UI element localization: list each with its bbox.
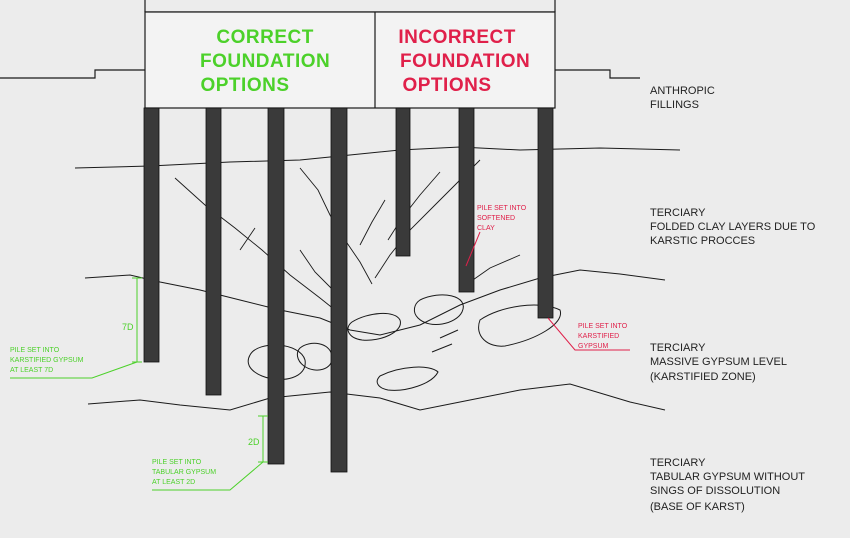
layer-folded-clay-line-3: KARSTIC PROCCES <box>650 235 755 247</box>
correct-title: CORRECT FOUNDATION OPTIONS <box>200 27 336 96</box>
pile-correct-4 <box>330 107 348 473</box>
building <box>144 0 556 13</box>
layer-tabular-gypsum-line-4: (BASE OF KARST) <box>650 501 745 513</box>
layer-massive-gypsum-line-2: MASSIVE GYPSUM LEVEL <box>650 356 787 368</box>
dim-7d-label: 7D <box>122 322 134 332</box>
layer-folded-clay: TERCIARY FOLDED CLAY LAYERS DUE TO KARST… <box>650 207 818 247</box>
note-incorrect-2-line-2: KARSTIFIED <box>578 333 619 340</box>
note-correct-1-line-2: KARSTIFIED GYPSUM <box>10 357 84 364</box>
piles <box>143 107 554 473</box>
pile-incorrect-3 <box>537 107 554 319</box>
annotation-7d <box>10 277 142 379</box>
karst-cavities <box>247 294 561 391</box>
note-correct-2: PILE SET INTO TABULAR GYPSUM AT LEAST 2D <box>152 459 218 486</box>
leader-incorrect-1 <box>465 231 481 267</box>
note-incorrect-2-line-3: GYPSUM <box>578 343 609 350</box>
ground-surface <box>0 69 640 79</box>
pile-incorrect-2 <box>458 107 475 293</box>
incorrect-title-line-1: INCORRECT <box>398 27 515 48</box>
correct-title-line-3: OPTIONS <box>200 75 289 96</box>
incorrect-title-line-3: OPTIONS <box>402 75 491 96</box>
note-correct-2-line-1: PILE SET INTO <box>152 459 202 466</box>
pile-correct-3 <box>267 107 285 465</box>
incorrect-title-line-2: FOUNDATION <box>400 51 530 72</box>
layer-tabular-gypsum: TERCIARY TABULAR GYPSUM WITHOUT SINGS OF… <box>650 457 808 513</box>
layer-folded-clay-line-1: TERCIARY <box>650 207 706 219</box>
annotation-2d <box>152 415 268 491</box>
incorrect-title: INCORRECT FOUNDATION OPTIONS <box>398 27 536 96</box>
note-correct-2-line-3: AT LEAST 2D <box>152 479 195 486</box>
note-incorrect-2: PILE SET INTO KARSTIFIED GYPSUM <box>578 323 629 350</box>
layer-tabular-gypsum-line-1: TERCIARY <box>650 457 706 469</box>
layer-labels: ANTHROPIC FILLINGS TERCIARY FOLDED CLAY … <box>650 85 818 513</box>
tabular-top-boundary <box>87 383 666 411</box>
layer-anthropic: ANTHROPIC FILLINGS <box>650 85 718 111</box>
layer-massive-gypsum: TERCIARY MASSIVE GYPSUM LEVEL (KARSTIFIE… <box>650 342 790 383</box>
layer-anthropic-line-2: FILLINGS <box>650 99 699 111</box>
layer-anthropic-line-1: ANTHROPIC <box>650 85 715 97</box>
pile-cap <box>144 11 556 109</box>
clay-top-boundary <box>74 146 681 169</box>
folded-clay-lines <box>174 159 521 319</box>
pile-correct-2 <box>205 107 222 396</box>
layer-massive-gypsum-line-1: TERCIARY <box>650 342 706 354</box>
note-incorrect-1-line-2: SOFTENED <box>477 215 515 222</box>
note-incorrect-1-line-3: CLAY <box>477 225 495 232</box>
note-correct-2-line-2: TABULAR GYPSUM <box>152 469 216 476</box>
layer-massive-gypsum-line-3: (KARSTIFIED ZONE) <box>650 371 756 383</box>
layer-tabular-gypsum-line-2: TABULAR GYPSUM WITHOUT <box>650 471 805 483</box>
note-correct-1: PILE SET INTO KARSTIFIED GYPSUM AT LEAST… <box>10 347 85 374</box>
layer-tabular-gypsum-line-3: SINGS OF DISSOLUTION <box>650 485 780 497</box>
leader-incorrect-2 <box>547 317 630 351</box>
note-correct-1-line-3: AT LEAST 7D <box>10 367 53 374</box>
note-incorrect-1-line-1: PILE SET INTO <box>477 205 527 212</box>
gypsum-top-boundary <box>84 269 666 336</box>
dim-2d-label: 2D <box>248 437 260 447</box>
note-correct-1-line-1: PILE SET INTO <box>10 347 60 354</box>
correct-title-line-1: CORRECT <box>216 27 313 48</box>
pile-correct-1 <box>143 107 160 363</box>
note-incorrect-1: PILE SET INTO SOFTENED CLAY <box>477 205 528 232</box>
pile-incorrect-1 <box>395 107 411 257</box>
layer-folded-clay-line-2: FOLDED CLAY LAYERS DUE TO <box>650 221 816 233</box>
note-incorrect-2-line-1: PILE SET INTO <box>578 323 628 330</box>
correct-title-line-2: FOUNDATION <box>200 51 330 72</box>
